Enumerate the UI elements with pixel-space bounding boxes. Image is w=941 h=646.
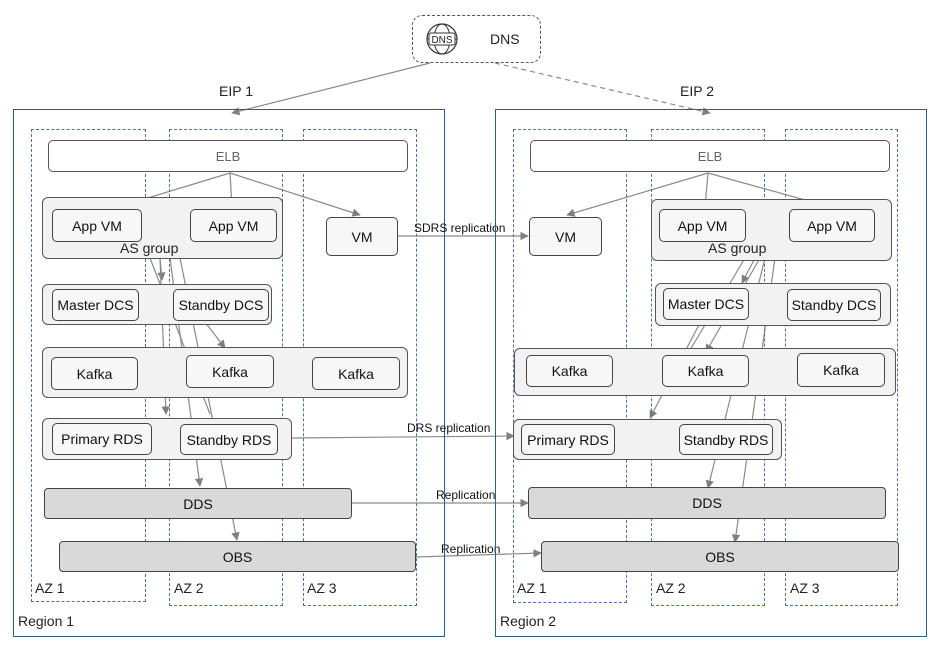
r2-elb-to-vm-arrow [566,172,709,217]
obs-replication-label: Replication [441,542,501,556]
r2-kafka-2: Kafka [662,355,749,387]
r1-kafka-3: Kafka [312,357,400,390]
r2-primary-rds: Primary RDS [521,424,615,455]
r2-obs: OBS [541,541,899,572]
r2-app-vm-2: App VM [789,209,875,242]
r2-app-vm-1: App VM [659,209,746,242]
r1-kafka-1: Kafka [51,357,138,390]
region-2 [495,109,927,637]
r1-az-1-label: AZ 1 [35,580,65,596]
r1-standby-dcs: Standby DCS [173,289,269,321]
dns-globe-icon: DNS [423,22,461,56]
r1-app-vm-1: App VM [52,209,142,242]
region-1 [13,109,445,637]
r1-az-3-label: AZ 3 [307,580,337,596]
r2-dds: DDS [528,487,886,519]
r1-as-group-label: AS group [120,240,179,256]
dns-to-eip2-arrow [494,62,711,116]
dds-replication-label: Replication [436,488,496,502]
r2-elb: ELB [530,140,890,172]
r1-master-dcs: Master DCS [52,289,139,321]
sdrs-replication-label: SDRS replication [414,221,506,235]
region-2-label: Region 2 [500,613,557,629]
r1-vm: VM [326,217,398,256]
eip-2-label: EIP 2 [680,83,714,99]
r1-standby-rds: Standby RDS [180,424,278,455]
drs-replication-label: DRS replication [407,421,491,435]
r1-kafka-2: Kafka [186,355,274,388]
r2-kafka-1: Kafka [526,355,613,387]
r1-app-vm-2: App VM [190,209,277,242]
r2-az-3-label: AZ 3 [790,580,820,596]
r2-as-to-dcs-arrow [741,257,756,284]
r1-elb-to-vm-arrow [229,172,361,217]
r1-obs: OBS [59,541,416,572]
r2-standby-dcs: Standby DCS [787,289,881,321]
r2-kafka-3: Kafka [797,353,885,387]
r1-primary-rds: Primary RDS [52,423,152,455]
dns-box: DNS DNS [412,15,541,63]
r1-elb: ELB [48,140,408,172]
r2-master-dcs: Master DCS [663,288,749,320]
dns-to-eip1-arrow [231,62,431,116]
r2-vm: VM [529,217,602,256]
r1-az-2-label: AZ 2 [174,580,204,596]
drs-replication-arrow [291,431,515,441]
eip-1-label: EIP 1 [219,83,253,99]
dns-icon-text: DNS [431,35,452,46]
r1-dds: DDS [44,488,352,519]
r2-az-2-label: AZ 2 [656,580,686,596]
r2-az-1-label: AZ 1 [517,580,547,596]
r2-as-group-label: AS group [708,240,767,256]
region-1-label: Region 1 [18,613,75,629]
dns-label: DNS [490,31,520,47]
r2-standby-rds: Standby RDS [679,424,773,455]
r1-standbydcs-to-kafka-arrow [204,321,226,349]
obs-replication-arrow [415,549,542,558]
